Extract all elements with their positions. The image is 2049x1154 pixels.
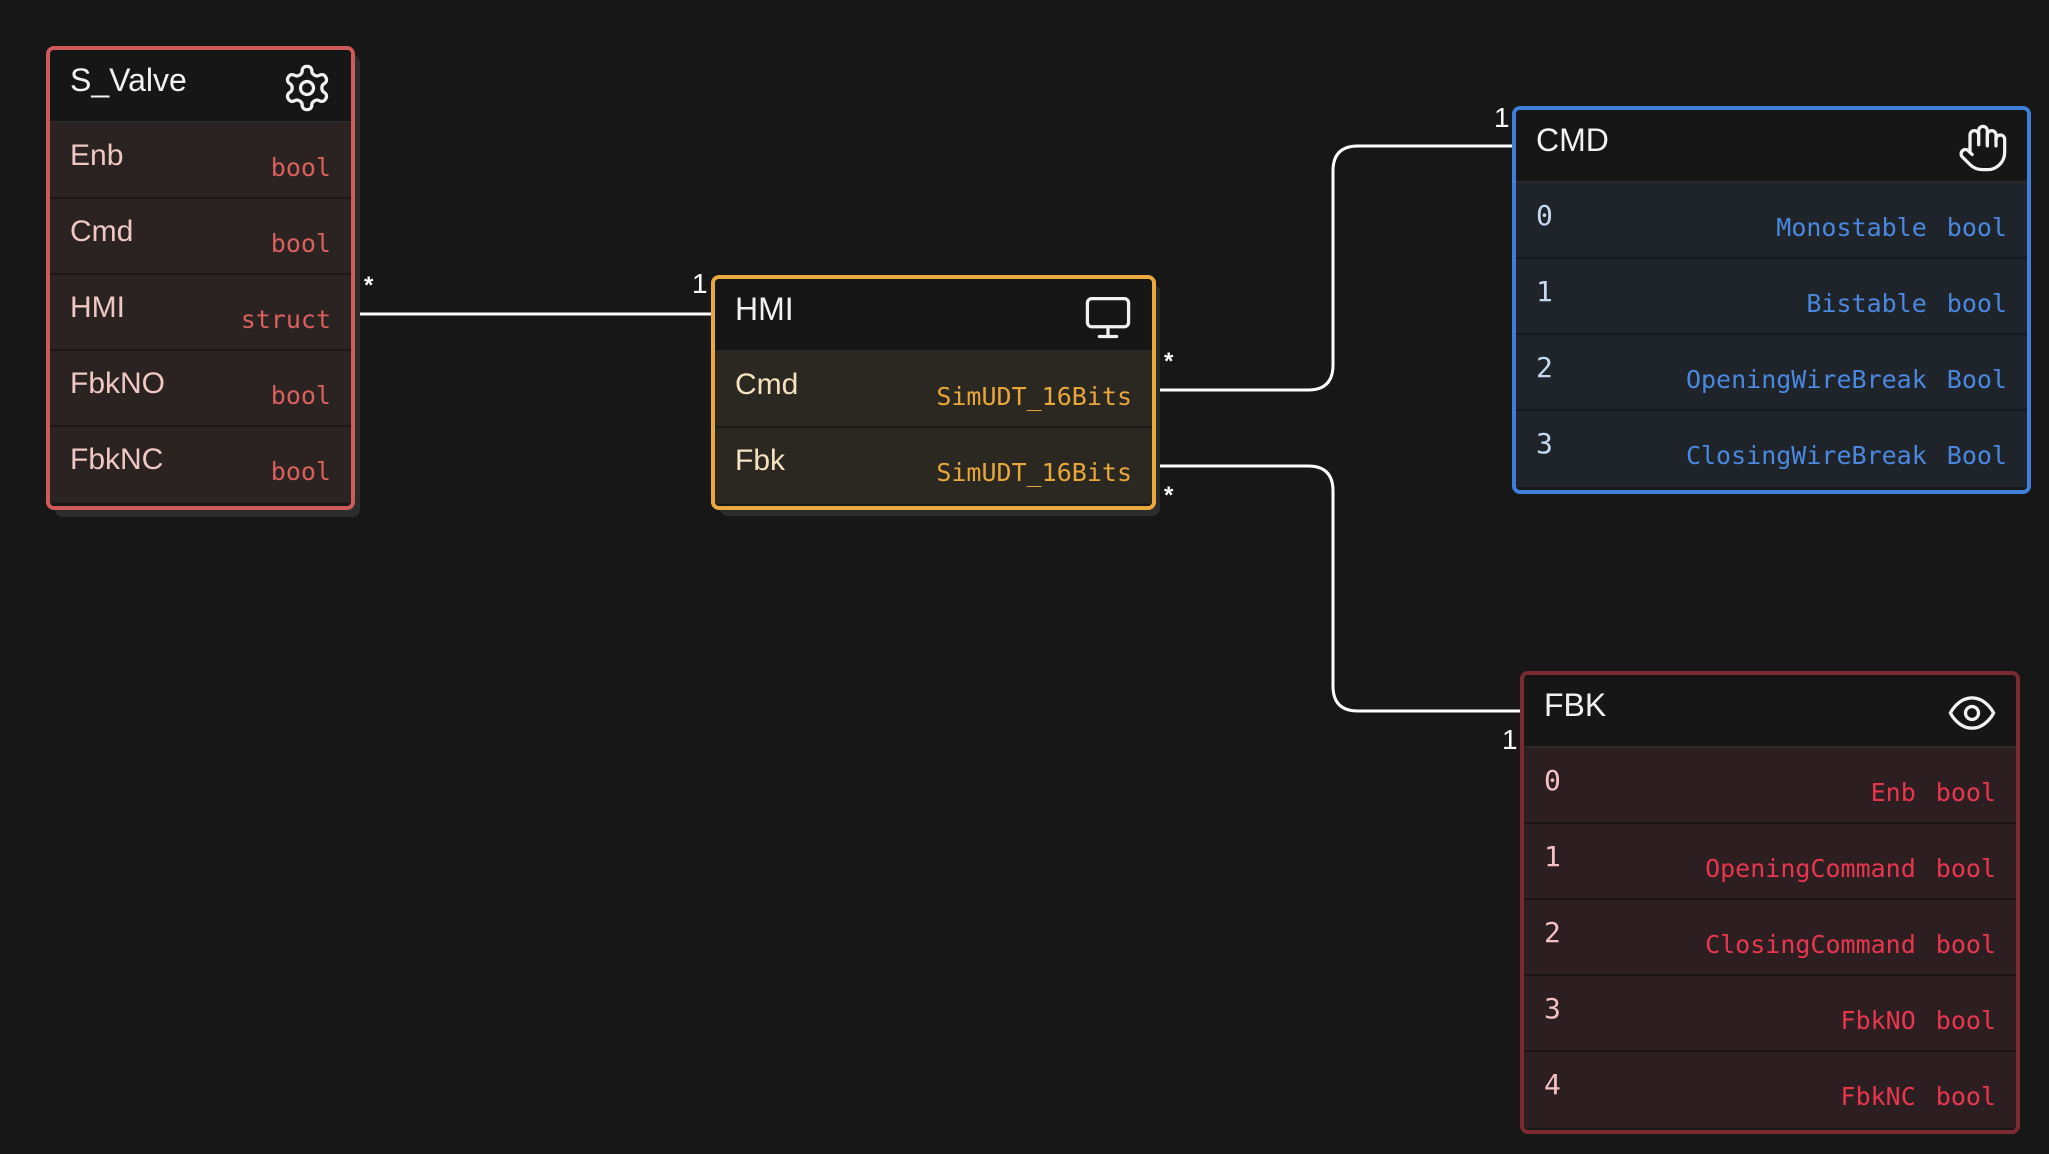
bit-field-name: FbkNC (1840, 1082, 1916, 1111)
bit-field-name: ClosingWireBreak (1685, 441, 1927, 470)
field-name: Enb (70, 139, 124, 172)
bit-definition: Bistable bool (1806, 289, 2007, 318)
bit-field-type: bool (1935, 778, 1996, 807)
hand-icon[interactable] (1957, 122, 2009, 174)
field-row[interactable]: Cmd bool (50, 199, 351, 275)
node-title: S_Valve (70, 62, 187, 98)
node-header[interactable]: S_Valve (50, 50, 351, 123)
field-type: SimUDT_16Bits (936, 382, 1132, 411)
bit-definition: ClosingCommand bool (1705, 930, 1996, 959)
edge-multiplicity-target: 1 (692, 268, 708, 299)
bit-row[interactable]: 1 OpeningCommand bool (1524, 824, 2016, 900)
field-row[interactable]: HMI struct (50, 275, 351, 351)
node-cmd[interactable]: CMD 0 Monostable bool 1 Bistable bool 2 Op… (1512, 106, 2031, 494)
field-row[interactable]: Enb bool (50, 123, 351, 199)
field-name: FbkNC (70, 443, 164, 476)
field-name: Fbk (735, 444, 786, 477)
field-type: bool (270, 381, 331, 410)
bit-field-type: bool (1935, 854, 1996, 883)
edge-multiplicity-target: 1 (1494, 102, 1510, 133)
field-type: bool (270, 229, 331, 258)
bit-field-type: bool (1946, 289, 2007, 318)
bit-index: 2 (1536, 351, 1553, 384)
bit-field-name: OpeningWireBreak (1685, 365, 1927, 394)
bit-field-name: ClosingCommand (1705, 930, 1916, 959)
bit-field-type: bool (1935, 930, 1996, 959)
bit-definition: FbkNO bool (1841, 1006, 1996, 1035)
edge-multiplicity-source: * (1164, 348, 1174, 375)
bit-field-name: FbkNO (1840, 1006, 1916, 1035)
bit-definition: Monostable bool (1776, 213, 2007, 242)
node-title: FBK (1544, 687, 1607, 723)
bit-definition: ClosingWireBreak Bool (1686, 441, 2007, 470)
bit-index: 0 (1544, 764, 1561, 797)
edge-multiplicity-source: * (364, 272, 374, 299)
bit-field-type: Bool (1946, 441, 2007, 470)
node-title: HMI (735, 291, 794, 327)
field-name: FbkNO (70, 367, 166, 400)
bit-index: 4 (1544, 1068, 1561, 1101)
bit-row[interactable]: 1 Bistable bool (1516, 259, 2027, 335)
bit-field-name: OpeningCommand (1705, 854, 1916, 883)
node-hmi[interactable]: HMI Cmd SimUDT_16Bits Fbk SimUDT_16Bits (711, 275, 1156, 510)
eye-icon[interactable] (1946, 687, 1998, 739)
bit-field-type: bool (1935, 1006, 1996, 1035)
monitor-icon[interactable] (1082, 291, 1134, 343)
bit-index: 0 (1536, 199, 1553, 232)
node-header[interactable]: HMI (715, 279, 1152, 352)
field-row[interactable]: FbkNC bool (50, 427, 351, 503)
bit-field-type: bool (1935, 1082, 1996, 1111)
bit-field-name: Enb (1870, 778, 1916, 807)
bit-row[interactable]: 3 ClosingWireBreak Bool (1516, 411, 2027, 487)
edge-multiplicity-target: 1 (1502, 724, 1518, 755)
bit-row[interactable]: 2 ClosingCommand bool (1524, 900, 2016, 976)
bit-index: 3 (1536, 427, 1553, 460)
field-name: Cmd (70, 215, 134, 248)
field-type: SimUDT_16Bits (936, 458, 1132, 487)
field-name: Cmd (735, 368, 799, 401)
edge-multiplicity-source: * (1164, 482, 1174, 509)
node-title: CMD (1536, 122, 1609, 158)
field-row[interactable]: Fbk SimUDT_16Bits (715, 428, 1152, 504)
node-s-valve[interactable]: S_Valve Enb bool Cmd bool HMI struct Fbk… (46, 46, 355, 510)
gear-icon[interactable] (281, 62, 333, 114)
bit-index: 3 (1544, 992, 1561, 1025)
bit-field-name: Monostable (1776, 213, 1927, 242)
bit-index: 1 (1536, 275, 1553, 308)
bit-row[interactable]: 4 FbkNC bool (1524, 1052, 2016, 1128)
edge-hmi-cmd (1146, 144, 1522, 392)
node-header[interactable]: FBK (1524, 675, 2016, 748)
field-row[interactable]: Cmd SimUDT_16Bits (715, 352, 1152, 428)
bit-index: 2 (1544, 916, 1561, 949)
edge-hmi-fbk (1146, 464, 1528, 713)
bit-definition: OpeningWireBreak Bool (1686, 365, 2007, 394)
node-header[interactable]: CMD (1516, 110, 2027, 183)
field-type: bool (270, 457, 331, 486)
field-row[interactable]: FbkNO bool (50, 351, 351, 427)
bit-definition: FbkNC bool (1841, 1082, 1996, 1111)
bit-field-name: Bistable (1806, 289, 1927, 318)
field-name: HMI (70, 291, 125, 324)
bit-definition: OpeningCommand bool (1705, 854, 1996, 883)
bit-index: 1 (1544, 840, 1561, 873)
bit-row[interactable]: 2 OpeningWireBreak Bool (1516, 335, 2027, 411)
bit-field-type: Bool (1946, 365, 2007, 394)
field-type: bool (270, 153, 331, 182)
bit-row[interactable]: 0 Monostable bool (1516, 183, 2027, 259)
field-type: struct (240, 305, 331, 334)
bit-field-type: bool (1946, 213, 2007, 242)
bit-row[interactable]: 3 FbkNO bool (1524, 976, 2016, 1052)
